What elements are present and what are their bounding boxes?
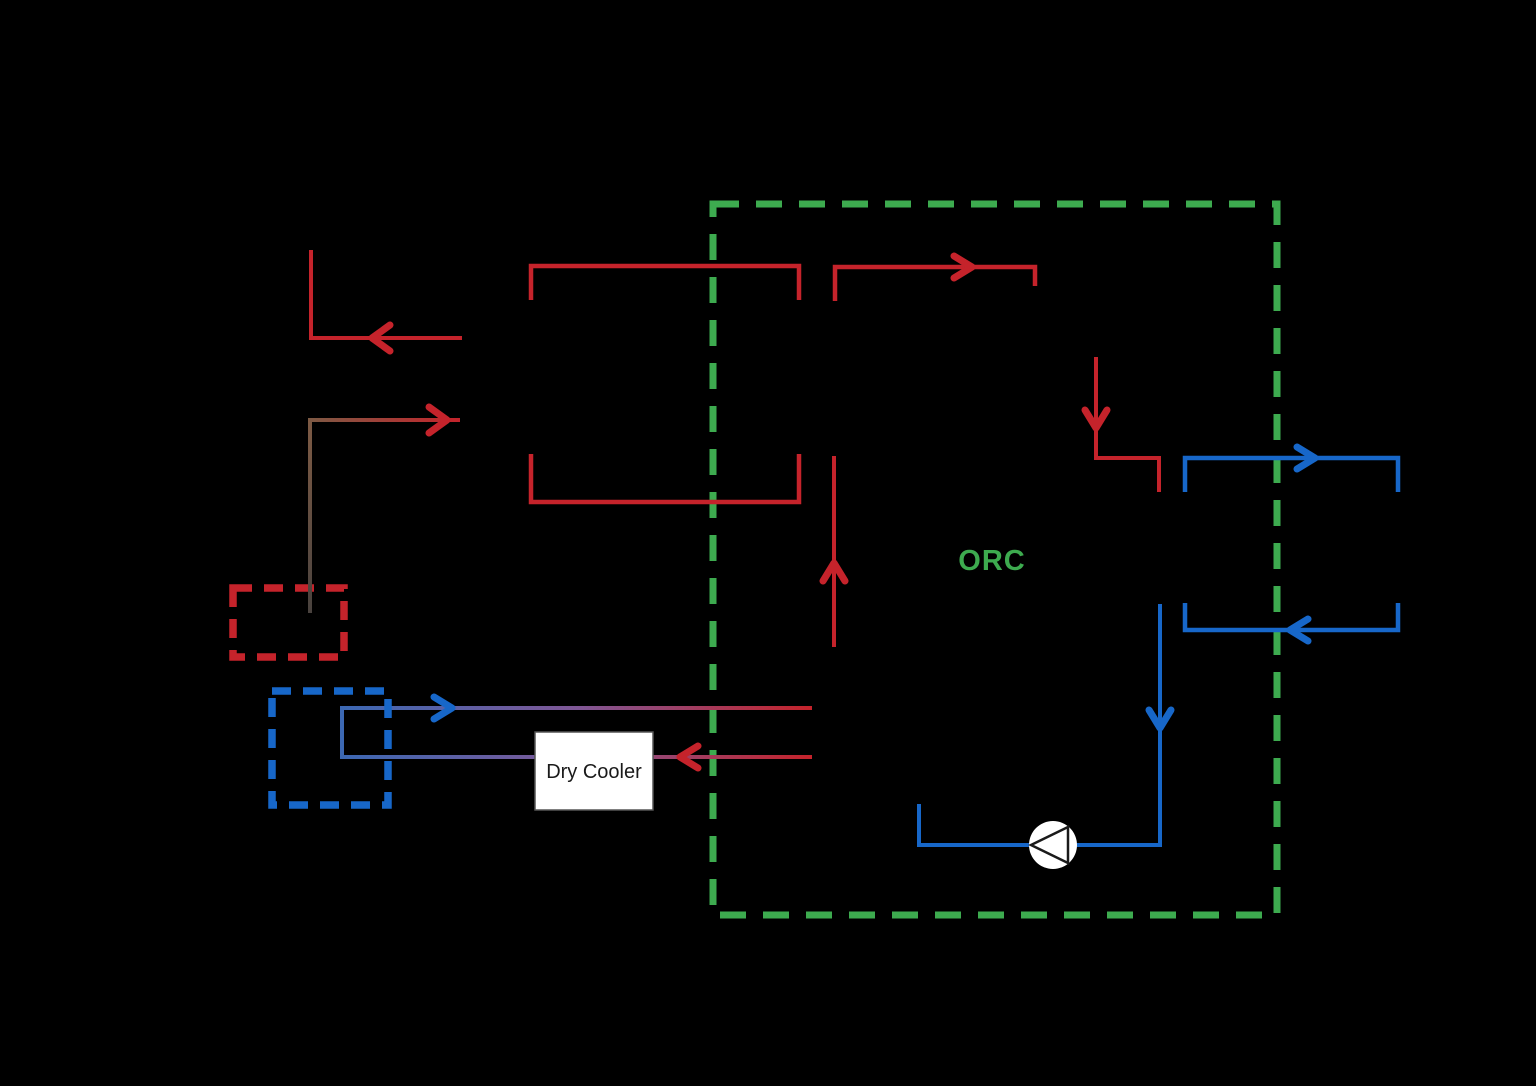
- flow-arrow-right-icon: [425, 403, 451, 437]
- flow-arrow-right-icon: [430, 693, 456, 723]
- orc-label: ORC: [958, 545, 1025, 577]
- flow-arrow-up-icon: [819, 559, 849, 585]
- flow-arrow-right-icon: [1293, 443, 1319, 473]
- orc-hot-leg: [819, 252, 1161, 647]
- dashed-box-red: [229, 584, 348, 661]
- dry-cooler-label: Dry Cooler: [546, 761, 642, 783]
- dry-cooler: Dry Cooler: [534, 731, 654, 811]
- flow-arrow-down-icon: [1145, 706, 1175, 732]
- condensate-pipe: [917, 604, 1162, 847]
- orc-boundary-outline: [709, 200, 1281, 919]
- hot-return-pipe: [309, 250, 462, 340]
- turbine-outlet-pipe: [1094, 357, 1161, 492]
- flow-arrow-down-icon: [1081, 406, 1111, 432]
- flow-arrow-right-icon: [950, 252, 976, 282]
- pump-symbol: [1028, 821, 1077, 869]
- pump-triangle-icon: [1028, 825, 1070, 865]
- evaporator-coil-bottom: [528, 454, 802, 505]
- dry-cooler-box: [534, 731, 654, 811]
- condenser-coil-top: [1182, 455, 1401, 492]
- flow-arrow-left-icon: [368, 321, 394, 355]
- orc-cold-leg: [917, 604, 1175, 869]
- condenser-cooling-side: [1182, 443, 1401, 645]
- evaporator-hot-side: [528, 263, 802, 505]
- orc-boundary: ORC: [709, 200, 1281, 919]
- evaporator-outlet-pipe: [832, 264, 1038, 301]
- flow-arrow-left-icon: [1286, 615, 1312, 645]
- heat-source-circuit: [308, 250, 462, 613]
- evaporator-coil-top: [528, 263, 802, 300]
- dashed-box-blue: [268, 687, 392, 809]
- flow-arrow-left-icon: [676, 742, 702, 772]
